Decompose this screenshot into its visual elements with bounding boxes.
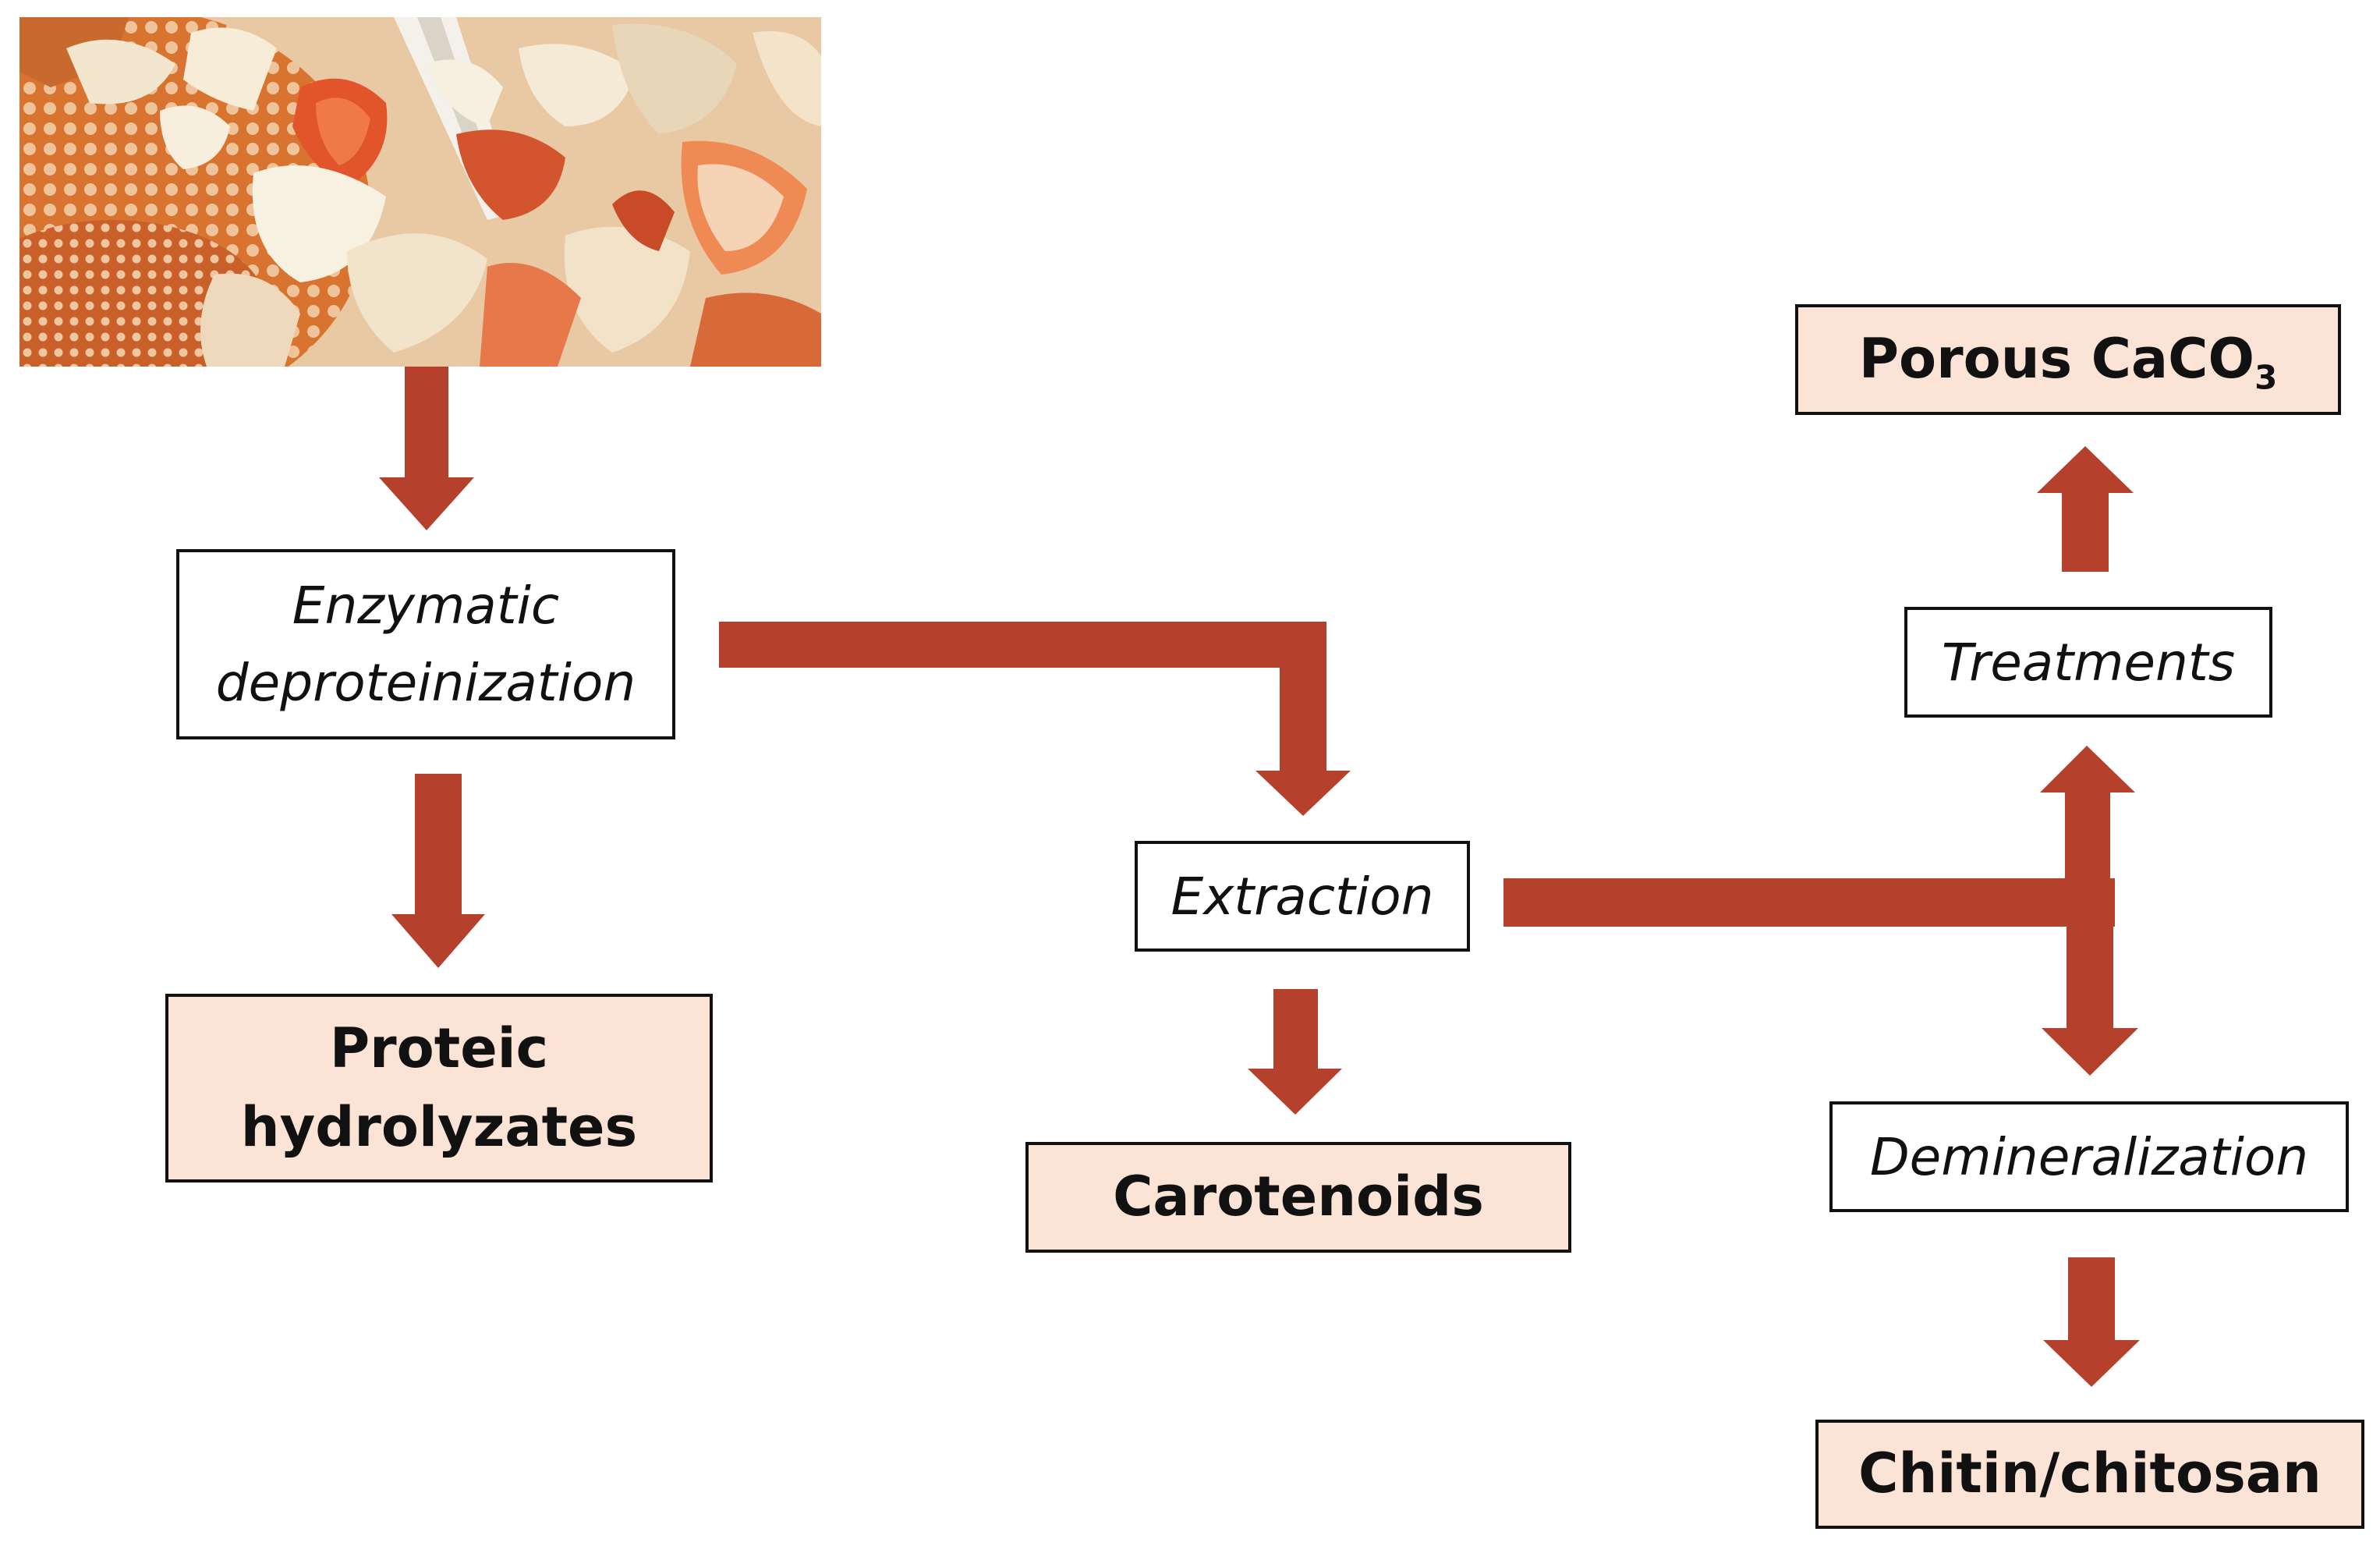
porous-caco3-text: Porous CaCO bbox=[1858, 327, 2255, 392]
shell-waste-illustration bbox=[19, 17, 821, 367]
arrow-extraction-to-carotenoids bbox=[1248, 989, 1342, 1115]
crustacean-shell-photo bbox=[19, 17, 821, 367]
treatments-label: Treatments bbox=[1941, 632, 2236, 693]
arrow-photo-to-enzymatic bbox=[379, 367, 474, 530]
enzymatic-deproteinization-box: Enzymatic deproteinization bbox=[176, 549, 675, 739]
proteic-label-line2: hydrolyzates bbox=[240, 1095, 638, 1159]
porous-caco3-subscript: 3 bbox=[2254, 358, 2278, 397]
extraction-label: Extraction bbox=[1171, 866, 1434, 927]
arrow-enzymatic-to-extraction bbox=[719, 622, 1351, 816]
carotenoids-label: Carotenoids bbox=[1113, 1165, 1484, 1229]
extraction-box: Extraction bbox=[1135, 841, 1470, 952]
arrow-to-demineralization bbox=[2042, 927, 2138, 1076]
enzymatic-label-line1: Enzymatic bbox=[292, 576, 560, 636]
proteic-hydrolyzates-box: Proteic hydrolyzates bbox=[165, 994, 713, 1182]
arrow-treatments-to-porous bbox=[2037, 446, 2134, 572]
proteic-label-line1: Proteic bbox=[329, 1016, 549, 1080]
arrow-extraction-bar bbox=[1503, 878, 2115, 927]
porous-caco3-label: Porous CaCO3 bbox=[1859, 320, 2278, 399]
porous-caco3-box: Porous CaCO3 bbox=[1795, 304, 2341, 415]
enzymatic-label-line2: deproteinization bbox=[215, 653, 636, 713]
treatments-box: Treatments bbox=[1904, 607, 2272, 718]
demineralization-box: Demineralization bbox=[1829, 1101, 2349, 1212]
arrow-to-treatments bbox=[2040, 746, 2135, 927]
demineralization-label: Demineralization bbox=[1869, 1126, 2309, 1187]
arrow-demineralization-to-chitin bbox=[2043, 1257, 2140, 1387]
arrow-enzymatic-to-proteic bbox=[391, 774, 485, 968]
chitin-chitosan-box: Chitin/chitosan bbox=[1815, 1420, 2364, 1529]
chitin-chitosan-label: Chitin/chitosan bbox=[1858, 1441, 2322, 1506]
carotenoids-box: Carotenoids bbox=[1025, 1142, 1571, 1253]
